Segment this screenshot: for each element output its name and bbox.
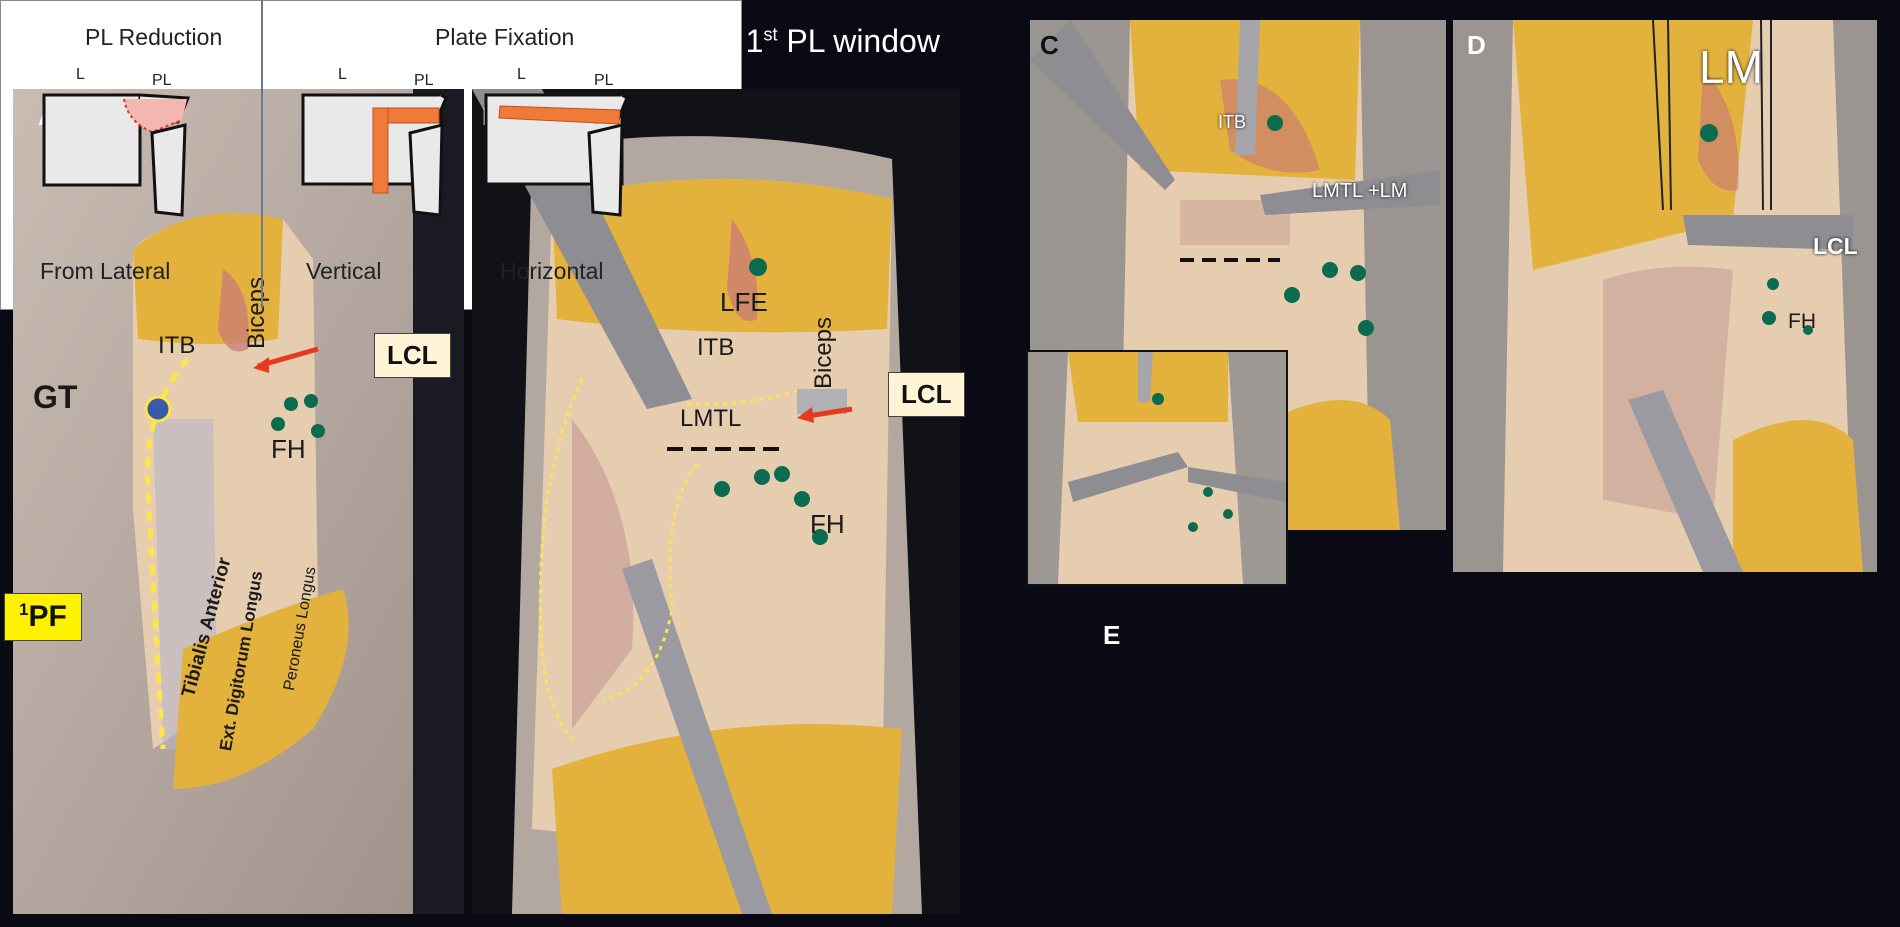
label-itb: ITB <box>158 332 196 359</box>
callout-pf-text: PF <box>28 600 67 633</box>
callout-pf: 1PF <box>4 593 82 641</box>
label-lmtl-lm: LMTL +LM <box>1312 180 1408 202</box>
panel-e-drawing <box>42 0 629 308</box>
panel-c-inset <box>1026 350 1288 586</box>
panel-a: A ITB Biceps GT FH Tibialis Anterior Ext… <box>13 89 464 914</box>
panel-c-letter: C <box>1040 30 1059 60</box>
title-prefix: 1. EAL- <box>60 14 204 62</box>
title-bold: PF <box>203 14 259 62</box>
label-itb-c: ITB <box>1218 112 1247 132</box>
e-title-pl-reduction: PL Reduction <box>85 24 223 50</box>
panel-b-photo <box>472 89 960 914</box>
e3-label-pl: PL <box>594 72 614 89</box>
e-caption-from-lateral: From Lateral <box>40 258 171 284</box>
e2-label-l: L <box>338 66 347 83</box>
label-fh-b: FH <box>810 509 845 539</box>
panel-d-photo <box>1453 20 1877 572</box>
panel-b: B LFE ITB Biceps LMTL FH <box>472 89 960 914</box>
callout-lcl-b: LCL <box>888 372 965 417</box>
label-gt: GT <box>33 379 78 415</box>
figure-title: 1. EAL-PF (Pre-Fibular) = Lateral Column… <box>60 14 940 63</box>
label-lm: LM <box>1699 41 1763 93</box>
panel-c-inset-photo <box>1028 352 1286 584</box>
e1-label-l: L <box>76 66 85 83</box>
e-caption-vertical: Vertical <box>306 258 382 284</box>
panel-a-photo <box>13 89 464 914</box>
e-title-plate-fixation: Plate Fixation <box>435 24 575 50</box>
title-rest2: PL window <box>777 23 940 59</box>
label-lfe: LFE <box>720 287 768 317</box>
label-lmtl: LMTL <box>680 405 742 432</box>
panel-d-letter: D <box>1467 30 1486 60</box>
e-caption-horizontal: Horizontal <box>500 258 604 284</box>
callout-pf-sup: 1 <box>19 600 29 619</box>
e2-label-pl: PL <box>414 72 434 89</box>
e1-label-pl: PL <box>152 72 172 89</box>
label-fh-d: FH <box>1788 310 1816 333</box>
label-biceps-b: Biceps <box>810 316 837 389</box>
label-itb-b: ITB <box>697 334 735 361</box>
callout-lcl-a: LCL <box>374 333 451 378</box>
title-sup: st <box>763 24 778 45</box>
label-fh: FH <box>271 434 306 464</box>
title-rest: (Pre-Fibular) = Lateral Column + 1 <box>276 23 764 59</box>
panel-e-letter: E <box>1103 620 1121 650</box>
panel-e-diagram: PL Reduction Plate Fixation L PL L PL L … <box>0 0 742 310</box>
e3-label-l: L <box>517 66 526 83</box>
panel-d: D LM LCL FH <box>1453 20 1877 572</box>
label-lcl-d: LCL <box>1813 233 1858 259</box>
